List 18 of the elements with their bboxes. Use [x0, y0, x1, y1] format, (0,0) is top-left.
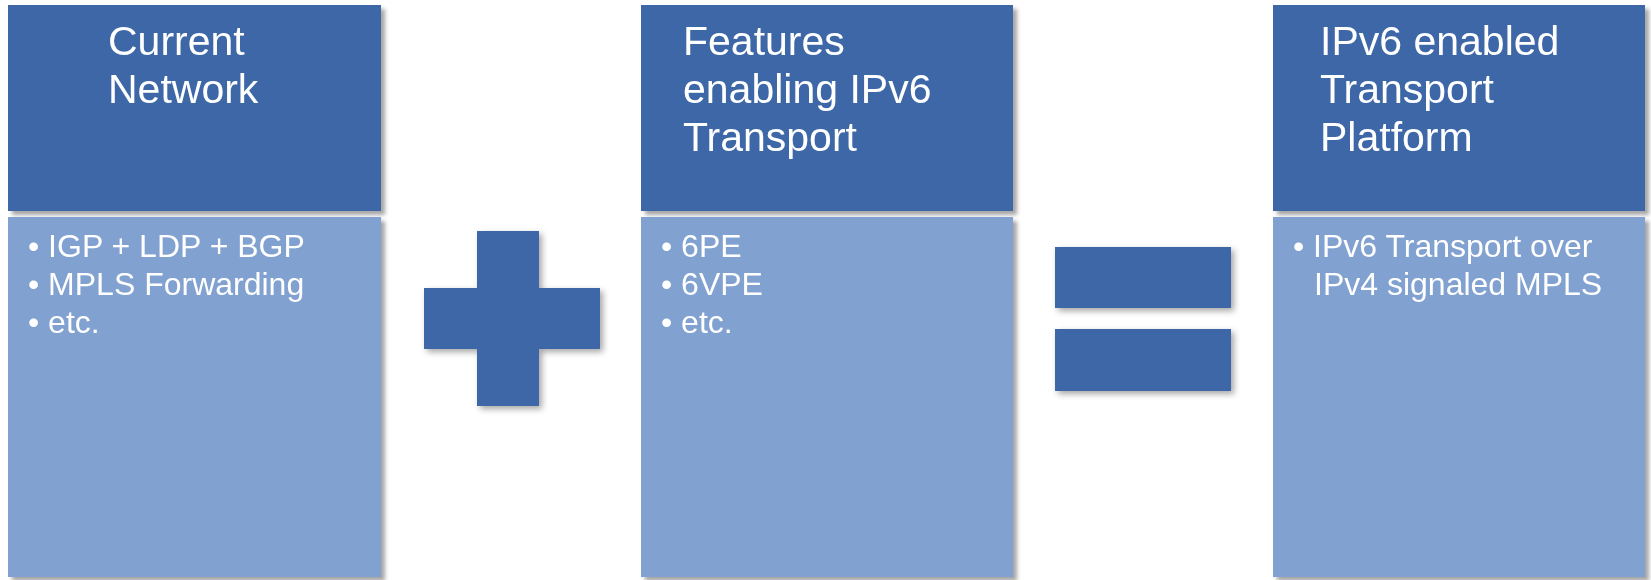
bullet-item: • etc. — [28, 303, 101, 341]
bullet-item: • 6VPE — [661, 265, 764, 303]
header-box — [8, 5, 381, 211]
header-box — [1273, 5, 1645, 211]
header-box — [641, 5, 1013, 211]
content-box — [1273, 217, 1645, 577]
content-box — [8, 217, 381, 577]
bullet-item: • 6PE — [661, 227, 743, 265]
equals-sign — [1055, 247, 1231, 391]
header-title: IPv6 enabled Transport Platform — [1320, 17, 1561, 161]
bullet-item: • etc. — [661, 303, 734, 341]
bullet-item: • IPv6 Transport over IPv4 signaled MPLS — [1293, 227, 1604, 303]
bullet-item: • IGP + LDP + BGP — [28, 227, 306, 265]
header-title: Features enabling IPv6 Transport — [683, 17, 933, 161]
content-box — [641, 217, 1013, 577]
plus-sign — [424, 231, 600, 406]
bullet-item: • MPLS Forwarding — [28, 265, 306, 303]
header-title: Current Network — [108, 17, 260, 113]
